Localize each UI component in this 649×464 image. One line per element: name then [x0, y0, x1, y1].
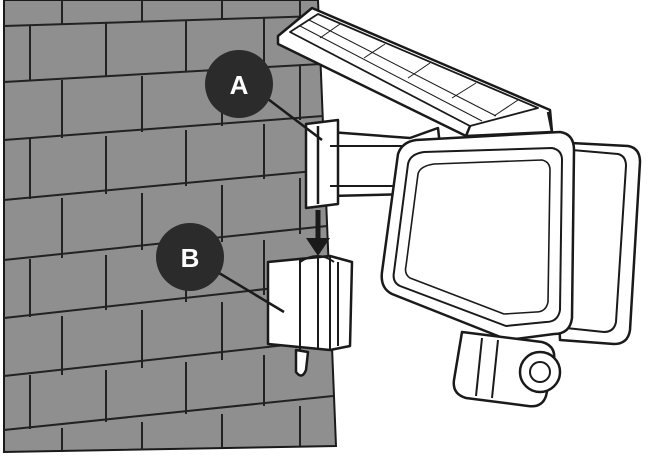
wall-face: [3, 0, 338, 454]
motion-sensor: [452, 330, 562, 408]
solar-panel: [276, 6, 554, 138]
callout-b-label: B: [181, 243, 200, 273]
callout-a: A: [205, 50, 323, 141]
cable-clip: [294, 348, 310, 377]
brick-wall: [3, 0, 338, 454]
callout-a-label: A: [230, 70, 249, 100]
light-housing: [380, 130, 642, 408]
down-arrow-icon: [306, 210, 330, 256]
mounting-base-b: [266, 254, 354, 377]
callout-b: B: [156, 223, 285, 314]
